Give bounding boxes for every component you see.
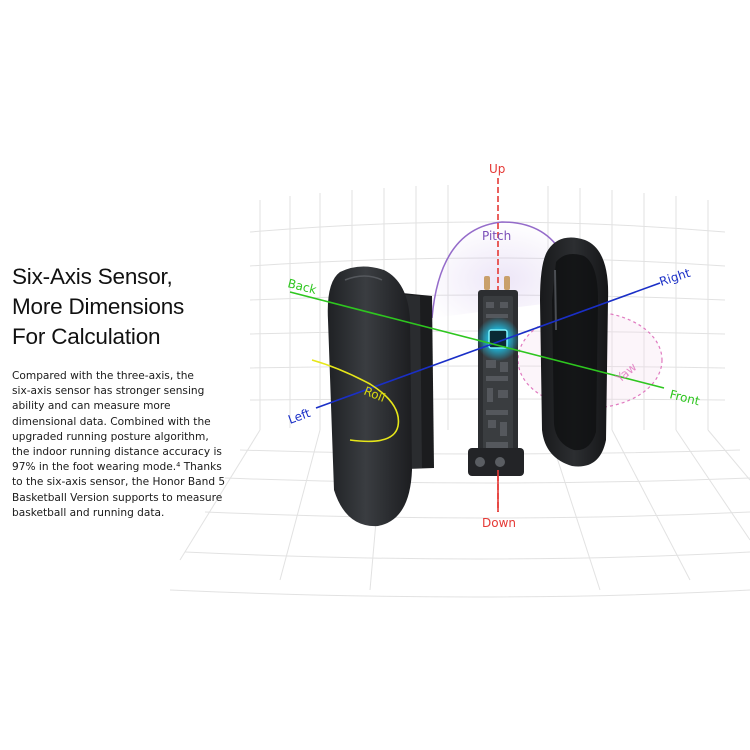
left-right-axis	[315, 282, 661, 409]
description-line: 97% in the foot wearing mode.⁴ Thanks	[12, 461, 222, 474]
axis-label-pitch: Pitch	[482, 229, 511, 243]
description-line: upgraded running posture algorithm,	[12, 430, 209, 443]
description-line: Basketball Version supports to measure	[12, 491, 223, 504]
description-line: to the six-axis sensor, the Honor Band 5	[12, 476, 226, 489]
roll-arc	[311, 359, 400, 443]
description-line: dimensional data. Combined with the	[12, 415, 211, 428]
description-line: the indoor running distance accuracy is	[12, 446, 222, 459]
headline-line-3: For Calculation	[12, 324, 161, 349]
band-cover	[540, 237, 609, 467]
back-front-axis	[289, 291, 665, 389]
headline-line-1: Six-Axis Sensor,	[12, 264, 173, 289]
feature-description: Compared with the three-axis, the six-ax…	[12, 369, 248, 521]
axis-label-down: Down	[482, 516, 516, 530]
band-body	[327, 266, 434, 527]
description-line: ability and can measure more	[12, 400, 171, 413]
description-line: six-axis sensor has stronger sensing	[12, 385, 205, 398]
axis-label-right: Right	[658, 266, 693, 289]
sensor-chip	[476, 317, 520, 361]
headline-line-2: More Dimensions	[12, 294, 185, 319]
axis-label-front: Front	[668, 387, 701, 408]
description-line: basketball and running data.	[12, 506, 165, 519]
axis-label-back: Back	[286, 276, 318, 297]
feature-headline: Six-Axis Sensor, More Dimensions For Cal…	[12, 262, 252, 352]
axis-label-up: Up	[489, 162, 505, 176]
feature-text-block: Six-Axis Sensor, More Dimensions For Cal…	[12, 262, 252, 521]
description-line: Compared with the three-axis, the	[12, 370, 194, 382]
